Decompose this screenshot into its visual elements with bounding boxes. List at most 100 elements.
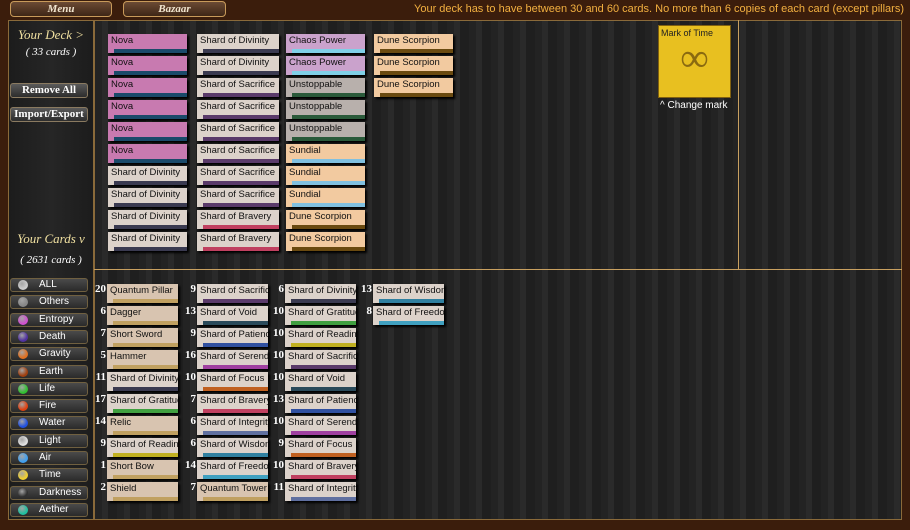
collection-card[interactable]: Shard of Integrity [285, 482, 356, 501]
collection-card[interactable]: Shard of Gratitude [107, 394, 178, 413]
collection-card[interactable]: Shard of Readiness [107, 438, 178, 457]
element-filter-aether[interactable]: Aether [10, 502, 88, 517]
deck-card[interactable]: Sundial [286, 188, 365, 207]
remove-all-button[interactable]: Remove All [10, 83, 88, 98]
deck-card[interactable]: Shard of Sacrifice [197, 100, 279, 119]
deck-card[interactable]: Shard of Bravery [197, 210, 279, 229]
deck-card[interactable]: Dune Scorpion [374, 56, 453, 75]
deck-card[interactable]: Dune Scorpion [286, 210, 365, 229]
deck-card[interactable]: Unstoppable [286, 100, 365, 119]
card-name: Unstoppable [289, 79, 343, 90]
deck-card[interactable]: Shard of Divinity [108, 188, 187, 207]
collection-card[interactable]: Shard of Bravery [285, 460, 356, 479]
deck-card[interactable]: Chaos Power [286, 34, 365, 53]
deck-card[interactable]: Nova [108, 144, 187, 163]
deck-card[interactable]: Shard of Sacrifice [197, 144, 279, 163]
collection-card[interactable]: Shard of Wisdom [373, 284, 444, 303]
collection-card[interactable]: Short Bow [107, 460, 178, 479]
import-export-button[interactable]: Import/Export [10, 107, 88, 122]
collection-card[interactable]: Shard of Freedom [197, 460, 268, 479]
collection-card[interactable]: Shard of Freedom [373, 306, 444, 325]
element-label: Light [39, 434, 61, 446]
element-filter-fire[interactable]: Fire [10, 399, 88, 414]
deck-card[interactable]: Nova [108, 34, 187, 53]
deck-card[interactable]: Shard of Divinity [108, 232, 187, 251]
collection-card[interactable]: Shard of Void [285, 372, 356, 391]
card-quantity: 11 [95, 371, 106, 383]
collection-card[interactable]: Shard of Serendipity [197, 350, 268, 369]
deck-card[interactable]: Shard of Divinity [108, 210, 187, 229]
card-name: Shard of Wisdom [200, 439, 268, 450]
card-name: Dune Scorpion [377, 35, 440, 46]
deck-card[interactable]: Unstoppable [286, 78, 365, 97]
collection-card[interactable]: Shard of Integrity [197, 416, 268, 435]
deck-card[interactable]: Shard of Sacrifice [197, 166, 279, 185]
collection-card[interactable]: Quantum Pillar [107, 284, 178, 303]
collection-card[interactable]: Shard of Patience [197, 328, 268, 347]
collection-card[interactable]: Shard of Sacrifice [197, 284, 268, 303]
menu-button[interactable]: Menu [10, 1, 112, 17]
time-element-icon [18, 470, 28, 481]
deck-card[interactable]: Nova [108, 100, 187, 119]
collection-card[interactable]: Dagger [107, 306, 178, 325]
bazaar-button[interactable]: Bazaar [123, 1, 226, 17]
collection-card[interactable]: Shard of Sacrifice [285, 350, 356, 369]
collection-card[interactable]: Shard of Wisdom [197, 438, 268, 457]
deck-card[interactable]: Dune Scorpion [374, 78, 453, 97]
deck-card[interactable]: Shard of Divinity [197, 34, 279, 53]
card-name: Shard of Sacrifice [288, 351, 356, 362]
element-label: Aether [39, 503, 69, 515]
element-filter-gravity[interactable]: Gravity [10, 347, 88, 362]
deck-card[interactable]: Shard of Divinity [108, 166, 187, 185]
element-filter-entropy[interactable]: Entropy [10, 312, 88, 327]
element-filter-others[interactable]: Others [10, 295, 88, 310]
element-filter-darkness[interactable]: Darkness [10, 485, 88, 500]
deck-card[interactable]: Shard of Divinity [197, 56, 279, 75]
collection-card[interactable]: Shard of Readiness [285, 328, 356, 347]
element-filter-death[interactable]: Death [10, 329, 88, 344]
card-quantity: 6 [278, 283, 285, 295]
collection-card[interactable]: Short Sword [107, 328, 178, 347]
card-quantity: 2 [100, 481, 107, 493]
collection-card[interactable]: Shard of Focus [285, 438, 356, 457]
infinity-icon: ∞ [680, 35, 709, 80]
card-element-bar [114, 181, 187, 185]
card-element-bar [203, 299, 268, 303]
collection-card[interactable]: Shard of Bravery [197, 394, 268, 413]
element-filter-all[interactable]: ALL [10, 278, 88, 292]
element-filter-time[interactable]: Time [10, 468, 88, 483]
element-filter-light[interactable]: Light [10, 433, 88, 448]
element-filter-life[interactable]: Life [10, 381, 88, 396]
collection-card[interactable]: Hammer [107, 350, 178, 369]
deck-card[interactable]: Nova [108, 122, 187, 141]
collection-card[interactable]: Shard of Serendipity [285, 416, 356, 435]
deck-card[interactable]: Unstoppable [286, 122, 365, 141]
collection-card[interactable]: Shield [107, 482, 178, 501]
deck-card[interactable]: Nova [108, 78, 187, 97]
collection-card[interactable]: Shard of Focus [197, 372, 268, 391]
collection-card[interactable]: Shard of Patience [285, 394, 356, 413]
deck-card[interactable]: Chaos Power [286, 56, 365, 75]
collection-card[interactable]: Shard of Void [197, 306, 268, 325]
card-quantity: 6 [190, 437, 197, 449]
deck-card[interactable]: Sundial [286, 144, 365, 163]
collection-card[interactable]: Shard of Divinity [285, 284, 356, 303]
collection-card[interactable]: Relic [107, 416, 178, 435]
deck-card[interactable]: Shard of Sacrifice [197, 122, 279, 141]
collection-card[interactable]: Shard of Divinity [107, 372, 178, 391]
mark-card[interactable]: Mark of Time ∞ [658, 25, 731, 98]
deck-card[interactable]: Dune Scorpion [286, 232, 365, 251]
deck-card[interactable]: Shard of Bravery [197, 232, 279, 251]
deck-card[interactable]: Dune Scorpion [374, 34, 453, 53]
collection-card[interactable]: Shard of Gratitude [285, 306, 356, 325]
deck-card[interactable]: Nova [108, 56, 187, 75]
element-filter-earth[interactable]: Earth [10, 364, 88, 379]
card-quantity: 10 [273, 459, 284, 471]
element-filter-air[interactable]: Air [10, 451, 88, 465]
deck-card[interactable]: Shard of Sacrifice [197, 78, 279, 97]
deck-card[interactable]: Sundial [286, 166, 365, 185]
deck-card[interactable]: Shard of Sacrifice [197, 188, 279, 207]
collection-card[interactable]: Quantum Tower [197, 482, 268, 501]
element-filter-water[interactable]: Water [10, 416, 88, 431]
change-mark-link[interactable]: ^ Change mark [660, 100, 728, 111]
